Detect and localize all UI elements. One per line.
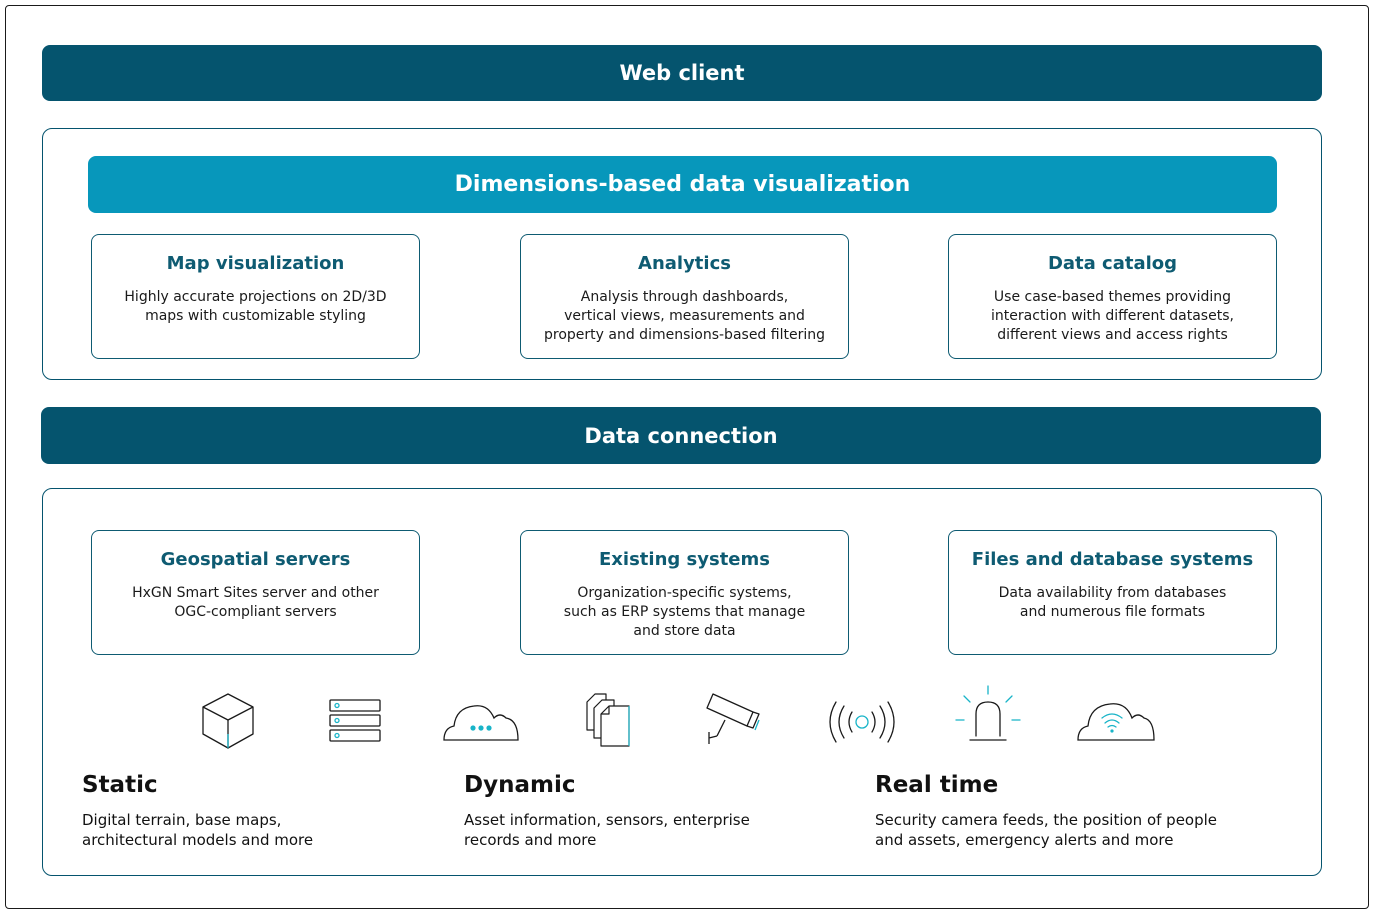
map-visualization-card: Map visualization Highly accurate projec… — [91, 234, 420, 359]
card-title: Files and database systems — [971, 549, 1254, 570]
card-text: Analysis through dashboards, vertical vi… — [544, 289, 825, 343]
card-text: Highly accurate projections on 2D/3D map… — [124, 289, 387, 324]
real-time-description: Security camera feeds, the position of p… — [875, 811, 1218, 849]
card-text: HxGN Smart Sites server and other OGC-co… — [132, 585, 379, 620]
security-camera-icon — [703, 690, 765, 748]
files-database-card: Files and database systems Data availabi… — [948, 530, 1277, 655]
existing-systems-card: Existing systems Organization-specific s… — [520, 530, 849, 655]
dynamic-description: Asset information, sensors, enterprise r… — [464, 811, 750, 849]
visualization-header: Dimensions-based data visualization — [88, 156, 1277, 213]
diagram-frame — [5, 5, 1369, 909]
data-connection-bar: Data connection — [41, 407, 1321, 464]
geospatial-servers-card: Geospatial servers HxGN Smart Sites serv… — [91, 530, 420, 655]
data-connection-label: Data connection — [584, 423, 778, 448]
data-catalog-card: Data catalog Use case-based themes provi… — [948, 234, 1277, 359]
cloud-icon — [440, 696, 522, 744]
dynamic-title: Dynamic — [464, 772, 576, 798]
server-icon — [328, 698, 382, 744]
static-description: Digital terrain, base maps, architectura… — [82, 811, 314, 849]
card-text: Use case-based themes providing interact… — [991, 289, 1234, 343]
static-title: Static — [82, 772, 158, 798]
web-client-label: Web client — [619, 61, 745, 85]
web-client-bar: Web client — [42, 45, 1322, 101]
visualization-header-label: Dimensions-based data visualization — [454, 172, 911, 197]
cube-icon — [198, 690, 258, 752]
alarm-light-icon — [952, 684, 1024, 748]
card-text: Data availability from databases and num… — [998, 585, 1227, 620]
visualization-panel — [42, 128, 1322, 380]
card-title: Analytics — [638, 253, 731, 274]
documents-icon — [584, 690, 634, 750]
data-sources-panel — [42, 488, 1322, 876]
card-title: Existing systems — [599, 549, 770, 570]
real-time-title: Real time — [875, 772, 999, 798]
analytics-card: Analytics Analysis through dashboards, v… — [520, 234, 849, 359]
card-title: Map visualization — [166, 253, 345, 274]
card-title: Geospatial servers — [160, 549, 351, 570]
wifi-cloud-icon — [1074, 696, 1158, 744]
card-text: Organization-specific systems, such as E… — [563, 585, 806, 639]
card-title: Data catalog — [1047, 253, 1178, 274]
radio-signal-icon — [826, 700, 898, 744]
